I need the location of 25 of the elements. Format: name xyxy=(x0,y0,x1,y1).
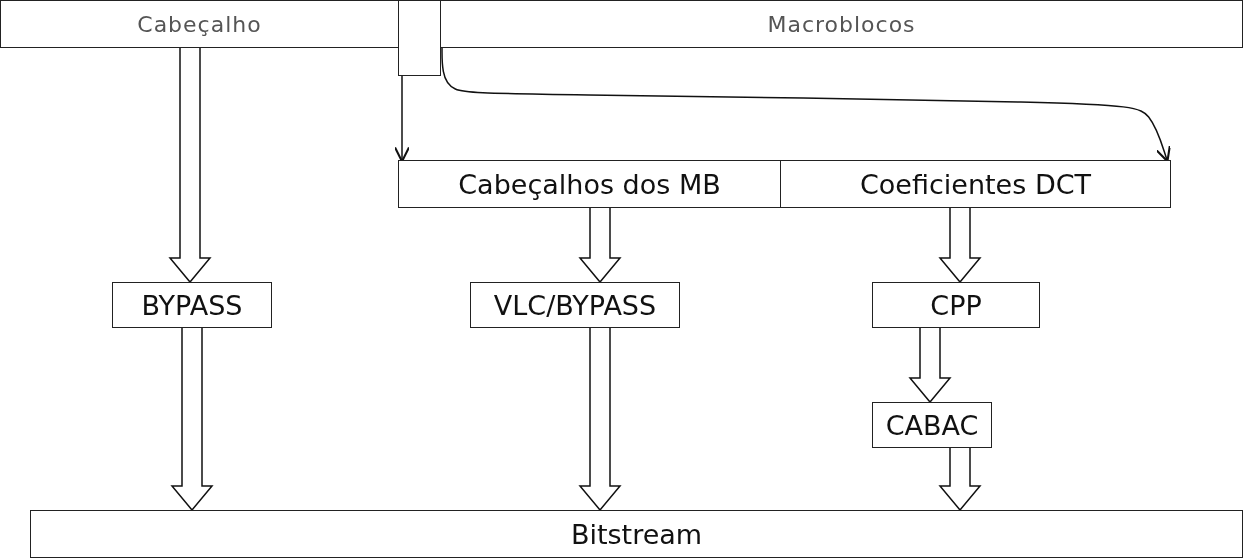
process-box xyxy=(780,160,1171,208)
process-box xyxy=(0,0,399,48)
process-box xyxy=(470,282,680,328)
box-label: Cabeçalho xyxy=(137,11,262,37)
process-box xyxy=(398,160,781,208)
hollow-arrow xyxy=(908,327,952,404)
box-label: CABAC xyxy=(885,409,979,441)
box-label: CPP xyxy=(930,289,982,321)
process-box xyxy=(440,0,1243,48)
process-box xyxy=(112,282,272,328)
hollow-arrow xyxy=(938,447,982,512)
hollow-arrow xyxy=(578,327,622,512)
hollow-arrow xyxy=(170,327,214,512)
hollow-arrow xyxy=(168,47,212,284)
box-label: Cabeçalhos dos MB xyxy=(458,168,721,200)
box-label: VLC/BYPASS xyxy=(493,289,657,321)
process-box xyxy=(30,510,1243,558)
box-label: Macroblocos xyxy=(767,11,916,37)
process-box xyxy=(872,282,1040,328)
box-label: BYPASS xyxy=(141,289,243,321)
hollow-arrow xyxy=(938,207,982,284)
process-box xyxy=(872,402,992,448)
hollow-arrow xyxy=(578,207,622,284)
box-label: Coeficientes DCT xyxy=(859,168,1091,200)
box-label: Bitstream xyxy=(570,518,703,550)
